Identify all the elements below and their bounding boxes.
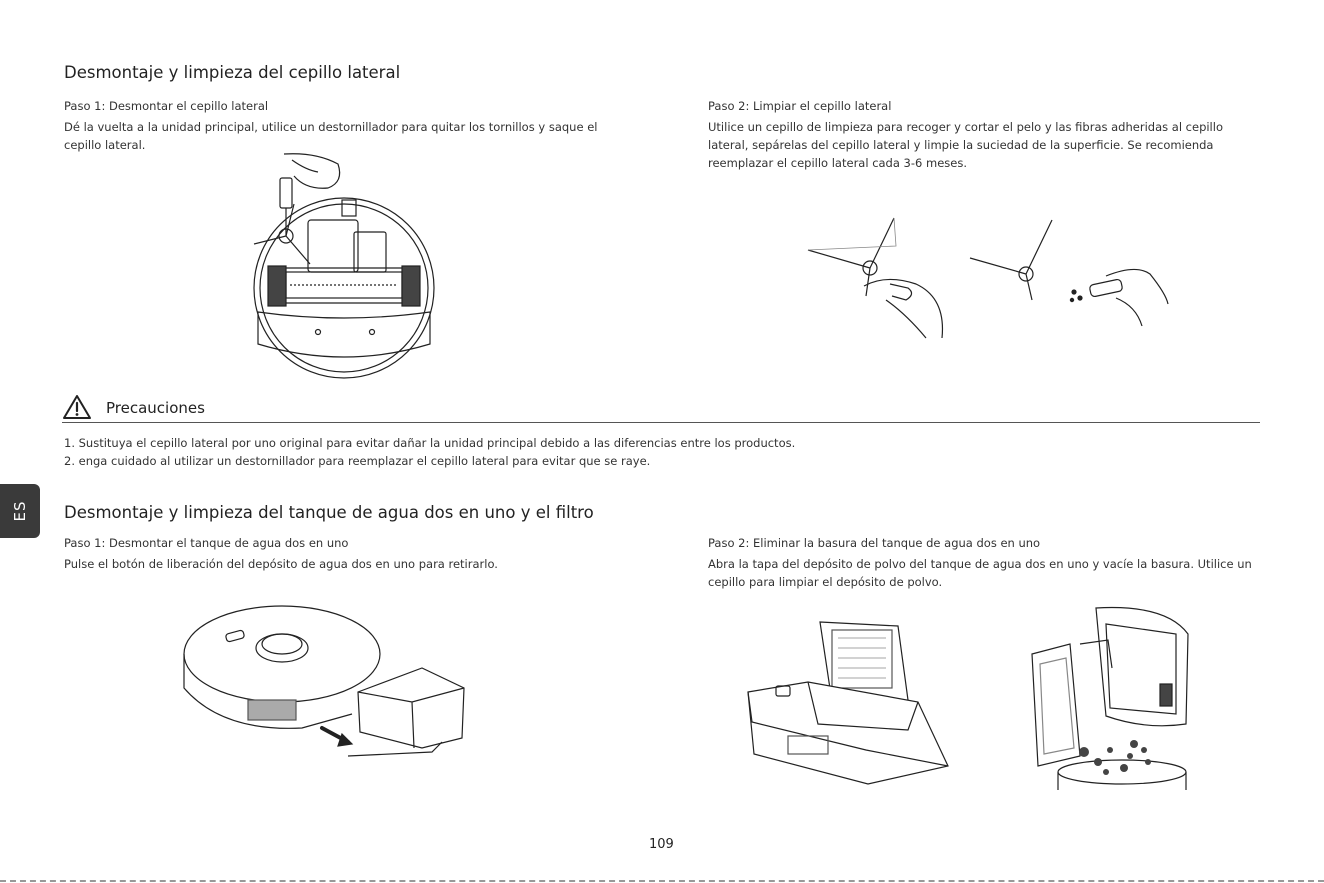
section1-title: Desmontaje y limpieza del cepillo latera… (64, 63, 401, 82)
section1-step1-label: Paso 1: Desmontar el cepillo lateral (64, 99, 269, 113)
section1-step2-text: Utilice un cepillo de limpieza para reco… (708, 120, 1223, 170)
bottom-border (0, 880, 1324, 882)
language-tab: ES (0, 484, 40, 538)
caution-item-2: 2. enga cuidado al utilizar un destornil… (64, 454, 651, 468)
robot-underside-illustration (253, 153, 435, 379)
caution-item-1: 1. Sustituya el cepillo lateral por uno … (64, 436, 796, 450)
side-brush-cleaning-illustration (807, 217, 1169, 339)
page-number: 109 (649, 837, 674, 852)
language-tab-label: ES (11, 500, 29, 522)
water-tank-removal-illustration (183, 605, 465, 757)
section2-step2-label: Paso 2: Eliminar la basura del tanque de… (708, 536, 1041, 550)
warning-triangle-icon (63, 395, 91, 419)
section2-step1-text: Pulse el botón de liberación del depósit… (64, 557, 498, 571)
section1-step2-label: Paso 2: Limpiar el cepillo lateral (708, 99, 892, 113)
dust-bin-open-illustration (747, 621, 949, 785)
cautions-title: Precauciones (106, 399, 205, 417)
section2-step1-label: Paso 1: Desmontar el tanque de agua dos … (64, 536, 349, 550)
section1-step1-text: Dé la vuelta a la unidad principal, util… (64, 120, 598, 152)
section2-title: Desmontaje y limpieza del tanque de agua… (64, 503, 594, 522)
emptying-debris-illustration (1031, 606, 1189, 790)
cautions-divider (62, 422, 1260, 423)
section2-step2-text: Abra la tapa del depósito de polvo del t… (708, 557, 1252, 589)
